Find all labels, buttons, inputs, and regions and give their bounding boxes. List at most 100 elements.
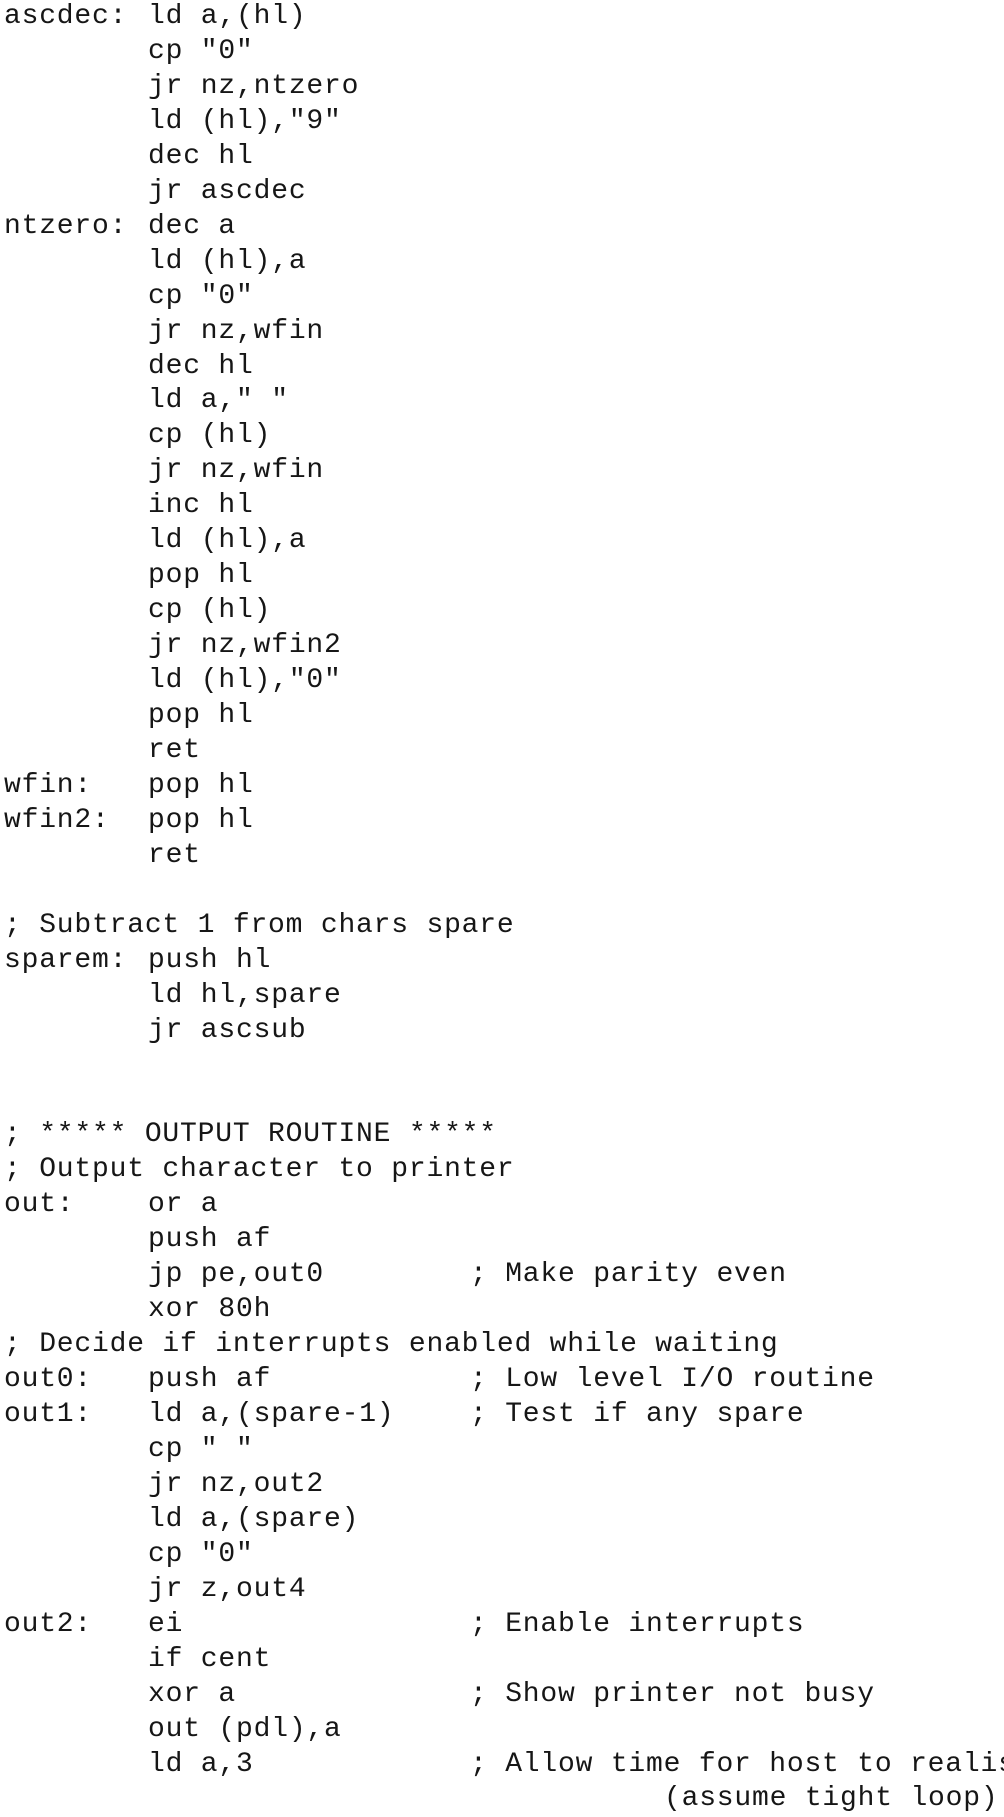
code-line: inc hl xyxy=(0,488,1004,523)
code-line: xor a; Show printer not busy xyxy=(0,1677,1004,1712)
code-instruction: jr nz,out2 xyxy=(148,1468,325,1500)
code-label: sparem: xyxy=(4,944,128,976)
code-instruction: cp "0" xyxy=(148,1538,254,1570)
code-comment: ; Make parity even xyxy=(470,1259,787,1291)
code-line: ld hl,spare xyxy=(0,978,1004,1013)
code-instruction: out (pdl),a xyxy=(148,1713,342,1745)
code-line: ntzero: dec a xyxy=(0,209,1004,244)
code-instruction: jr nz,wfin xyxy=(148,315,325,347)
code-instruction: ret xyxy=(148,734,201,766)
code-line: pop hl xyxy=(0,698,1004,733)
code-instruction: ld a,(spare) xyxy=(148,1503,360,1535)
code-line: out2: ei ; Enable interrupts xyxy=(0,1607,1004,1642)
code-line: ld (hl),"0" xyxy=(0,663,1004,698)
code-label: ; Output character to printer xyxy=(4,1154,515,1186)
code-line: ld (hl),a xyxy=(0,244,1004,279)
code-instruction: ret xyxy=(148,839,201,871)
code-line: cp "0" xyxy=(0,34,1004,69)
code-line: jr nz,wfin xyxy=(0,314,1004,349)
code-line: jr ascsub xyxy=(0,1013,1004,1048)
code-line: jp pe,out0 ; Make parity even xyxy=(0,1257,1004,1292)
code-line: jr z,out4 xyxy=(0,1572,1004,1607)
code-instruction: jr nz,wfin xyxy=(148,455,325,487)
code-label: wfin2: xyxy=(4,804,110,836)
code-line: jr nz,wfin2 xyxy=(0,628,1004,663)
code-label: ; ***** OUTPUT ROUTINE ***** xyxy=(4,1119,497,1151)
code-comment: ; Low level I/O routine xyxy=(470,1364,875,1396)
code-line: cp (hl) xyxy=(0,593,1004,628)
code-instruction: ld (hl),"9" xyxy=(148,105,342,137)
code-instruction: jr ascsub xyxy=(148,1014,307,1046)
code-instruction: jr nz,wfin2 xyxy=(148,630,342,662)
code-instruction: ld hl,spare xyxy=(148,979,342,1011)
code-line: ret xyxy=(0,733,1004,768)
code-line: ld a,3; Allow time for host to realise xyxy=(0,1747,1004,1782)
code-line: out0: push af ; Low level I/O routine xyxy=(0,1362,1004,1397)
code-label: ascdec: xyxy=(4,1,128,32)
code-line: ld a,(spare) xyxy=(0,1502,1004,1537)
code-line: jr nz,out2 xyxy=(0,1467,1004,1502)
code-instruction: ld (hl),"0" xyxy=(148,665,342,697)
code-instruction: inc hl xyxy=(148,490,254,522)
code-instruction: pop hl xyxy=(148,560,254,592)
code-label: out2: xyxy=(4,1608,93,1640)
code-line: out1: ld a,(spare-1) ; Test if any spare xyxy=(0,1397,1004,1432)
code-instruction: if cent xyxy=(148,1643,272,1675)
code-instruction: jr z,out4 xyxy=(148,1573,307,1605)
code-line: cp "0" xyxy=(0,279,1004,314)
code-line: out: or a xyxy=(0,1187,1004,1222)
code-instruction: or a xyxy=(148,1189,219,1221)
code-instruction: ld (hl),a xyxy=(148,245,307,277)
code-instruction: ld a,(hl) xyxy=(148,1,307,32)
code-line xyxy=(0,1082,1004,1117)
code-line: pop hl xyxy=(0,558,1004,593)
code-line: dec hl xyxy=(0,349,1004,384)
code-comment: ; Enable interrupts xyxy=(470,1608,805,1640)
code-instruction: ei xyxy=(148,1608,184,1640)
code-line: cp "0" xyxy=(0,1537,1004,1572)
code-line: ; Output character to printer xyxy=(0,1152,1004,1187)
code-instruction: jr nz,ntzero xyxy=(148,70,360,102)
code-instruction: dec hl xyxy=(148,350,254,382)
code-line: push af xyxy=(0,1222,1004,1257)
code-instruction: xor a xyxy=(148,1678,237,1710)
code-line: ld (hl),"9" xyxy=(0,104,1004,139)
code-instruction: pop hl xyxy=(148,700,254,731)
code-line: if cent xyxy=(0,1642,1004,1677)
code-label: wfin: xyxy=(4,769,93,801)
code-line xyxy=(0,1048,1004,1083)
code-line: cp (hl) xyxy=(0,418,1004,453)
code-line xyxy=(0,873,1004,908)
code-line: jr ascdec xyxy=(0,174,1004,209)
code-label: ; Decide if interrupts enabled while wai… xyxy=(4,1329,779,1361)
code-instruction: ld a,3 xyxy=(148,1748,254,1780)
code-label: ; Subtract 1 from chars spare xyxy=(4,909,515,941)
code-line: out (pdl),a xyxy=(0,1712,1004,1747)
code-label: out1: xyxy=(4,1399,93,1430)
code-line: ; Subtract 1 from chars spare xyxy=(0,908,1004,943)
code-instruction: dec a xyxy=(148,210,237,242)
code-label: out: xyxy=(4,1189,75,1221)
code-instruction: pop hl xyxy=(148,804,254,836)
code-instruction: pop hl xyxy=(148,769,254,801)
code-instruction: push af xyxy=(148,1364,272,1396)
code-instruction: ld (hl),a xyxy=(148,525,307,557)
code-line: cp " " xyxy=(0,1432,1004,1467)
code-comment-continuation: (assume tight loop) xyxy=(664,1783,999,1815)
code-label: out0: xyxy=(4,1364,93,1396)
code-instruction: jp pe,out0 xyxy=(148,1259,325,1291)
code-comment: ; Test if any spare xyxy=(470,1399,805,1430)
code-label: ntzero: xyxy=(4,210,128,242)
code-line: xor 80h xyxy=(0,1292,1004,1327)
code-instruction: xor 80h xyxy=(148,1294,272,1326)
code-line: dec hl xyxy=(0,139,1004,174)
code-instruction: cp " " xyxy=(148,1433,254,1465)
code-instruction: ld a,(spare-1) xyxy=(148,1399,395,1430)
code-instruction: ld a," " xyxy=(148,385,289,417)
code-line: ascdec: ld a,(hl) xyxy=(0,0,1004,34)
code-instruction: cp (hl) xyxy=(148,595,272,627)
code-instruction: cp "0" xyxy=(148,280,254,312)
code-instruction: push hl xyxy=(148,944,272,976)
code-line: jr nz,ntzero xyxy=(0,69,1004,104)
